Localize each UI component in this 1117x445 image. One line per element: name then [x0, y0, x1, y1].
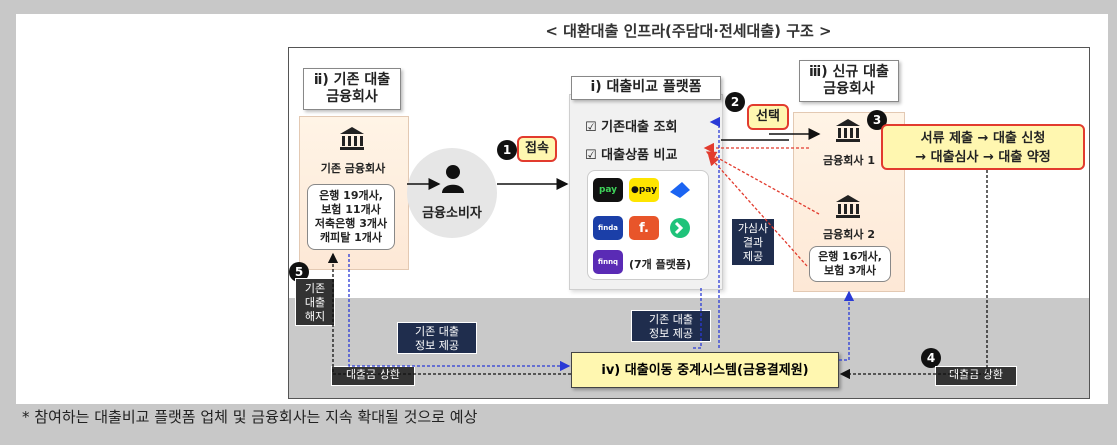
repay-tag-left: 대출금 상환: [331, 366, 415, 386]
tag-line: 정보 제공: [415, 339, 459, 352]
count-line: 보험 3개사: [824, 264, 876, 277]
tag-line: 제공: [742, 250, 764, 263]
connector: [839, 290, 855, 361]
step-5-terminate: 기존 대출 해지: [295, 278, 335, 326]
existing-institution-label: 기존 금융회사: [320, 162, 386, 175]
connector: [691, 288, 702, 349]
tag-line: 기존 대출: [649, 313, 693, 326]
tag-line: 결과: [742, 236, 764, 249]
connector: [709, 116, 721, 348]
count-line: 저축은행 3개사: [314, 217, 388, 230]
existing-lender-counts: 은행 19개사, 보험 11개사 저축은행 3개사 캐피탈 1개사: [307, 184, 395, 250]
tag-line: 대출: [304, 296, 326, 309]
connector: [839, 170, 988, 380]
consumer-label: 금융소비자: [422, 206, 482, 221]
tag-line: 기존: [304, 282, 326, 295]
step-5-badge: 5: [289, 262, 309, 282]
banksalad-icon: [665, 216, 695, 240]
bank-icon: [339, 126, 365, 152]
step-2-badge: 2: [725, 92, 745, 112]
kakao-pay-icon: ●pay: [629, 178, 659, 202]
finda-icon: finda: [593, 216, 623, 240]
naver-pay-icon: pay: [593, 178, 623, 202]
count-line: 은행 16개사,: [818, 250, 882, 263]
connector: [348, 254, 571, 372]
diagram-title: < 대환대출 인프라(주담대·전세대출) 구조 >: [545, 22, 832, 40]
existing-lender-header-line1: ⅱ) 기존 대출: [313, 72, 391, 88]
tag-line: 정보 제공: [649, 327, 693, 340]
apps-caption: (7개 플랫폼): [629, 258, 692, 271]
finnq-icon: finnq: [593, 250, 623, 274]
step-2-select: 선택: [747, 104, 789, 130]
bank-icon: [835, 194, 861, 220]
relay-system-box: iv) 대출이동 중계시스템(금융결제원): [571, 352, 839, 388]
footnote: * 참여하는 대출비교 플랫폼 업체 및 금융회사는 지속 확대될 것으로 예상: [22, 408, 478, 426]
step-3-line: 서류 제출 → 대출 신청: [920, 131, 1046, 146]
tag-line: 기존 대출: [415, 325, 459, 338]
existing-lender-header-line2: 금융회사: [326, 89, 378, 105]
institution-1-label: 금융회사 1: [823, 154, 875, 167]
step-3-line: → 대출심사 → 대출 약정: [915, 150, 1051, 165]
connector: [705, 151, 820, 215]
count-line: 은행 19개사,: [319, 189, 383, 202]
step-3-process: 서류 제출 → 대출 신청 → 대출심사 → 대출 약정: [881, 124, 1085, 170]
new-lender-header-line1: ⅲ) 신규 대출: [809, 64, 889, 80]
step-4-badge: 4: [921, 348, 941, 368]
step-1-badge: 1: [497, 140, 517, 160]
fint-icon: f.: [629, 216, 659, 240]
existing-info-tag-mid: 기존 대출 정보 제공: [631, 310, 711, 342]
count-line: 보험 11개사: [321, 203, 381, 216]
institution-2-label: 금융회사 2: [823, 228, 875, 241]
loan-product-compare: ☑ 대출상품 비교: [585, 148, 678, 163]
connector: [708, 155, 808, 267]
step-1-access: 접속: [517, 136, 557, 162]
toss-icon: [665, 178, 695, 202]
new-lender-counts: 은행 16개사, 보험 3개사: [809, 246, 891, 282]
person-icon: [441, 164, 465, 194]
diagram-frame: ⅱ) 기존 대출 금융회사 기존 금융회사 은행 19개사, 보험 11개사 저…: [288, 47, 1090, 399]
count-line: 캐피탈 1개사: [319, 231, 383, 244]
tag-line: 해지: [304, 310, 326, 323]
connector-lines: [327, 116, 988, 380]
existing-lender-header: ⅱ) 기존 대출 금융회사: [303, 68, 401, 110]
tag-line: 가심사: [737, 222, 769, 235]
bank-icon: [835, 118, 861, 144]
existing-loan-lookup: ☑ 기존대출 조회: [585, 120, 678, 135]
preliminary-review-tag: 가심사 결과 제공: [731, 218, 775, 266]
new-lender-header-line2: 금융회사: [823, 81, 875, 97]
existing-info-tag-left: 기존 대출 정보 제공: [397, 322, 477, 354]
connector: [327, 252, 571, 375]
platform-header: i) 대출비교 플랫폼: [571, 76, 721, 100]
new-lender-header: ⅲ) 신규 대출 금융회사: [799, 60, 899, 102]
